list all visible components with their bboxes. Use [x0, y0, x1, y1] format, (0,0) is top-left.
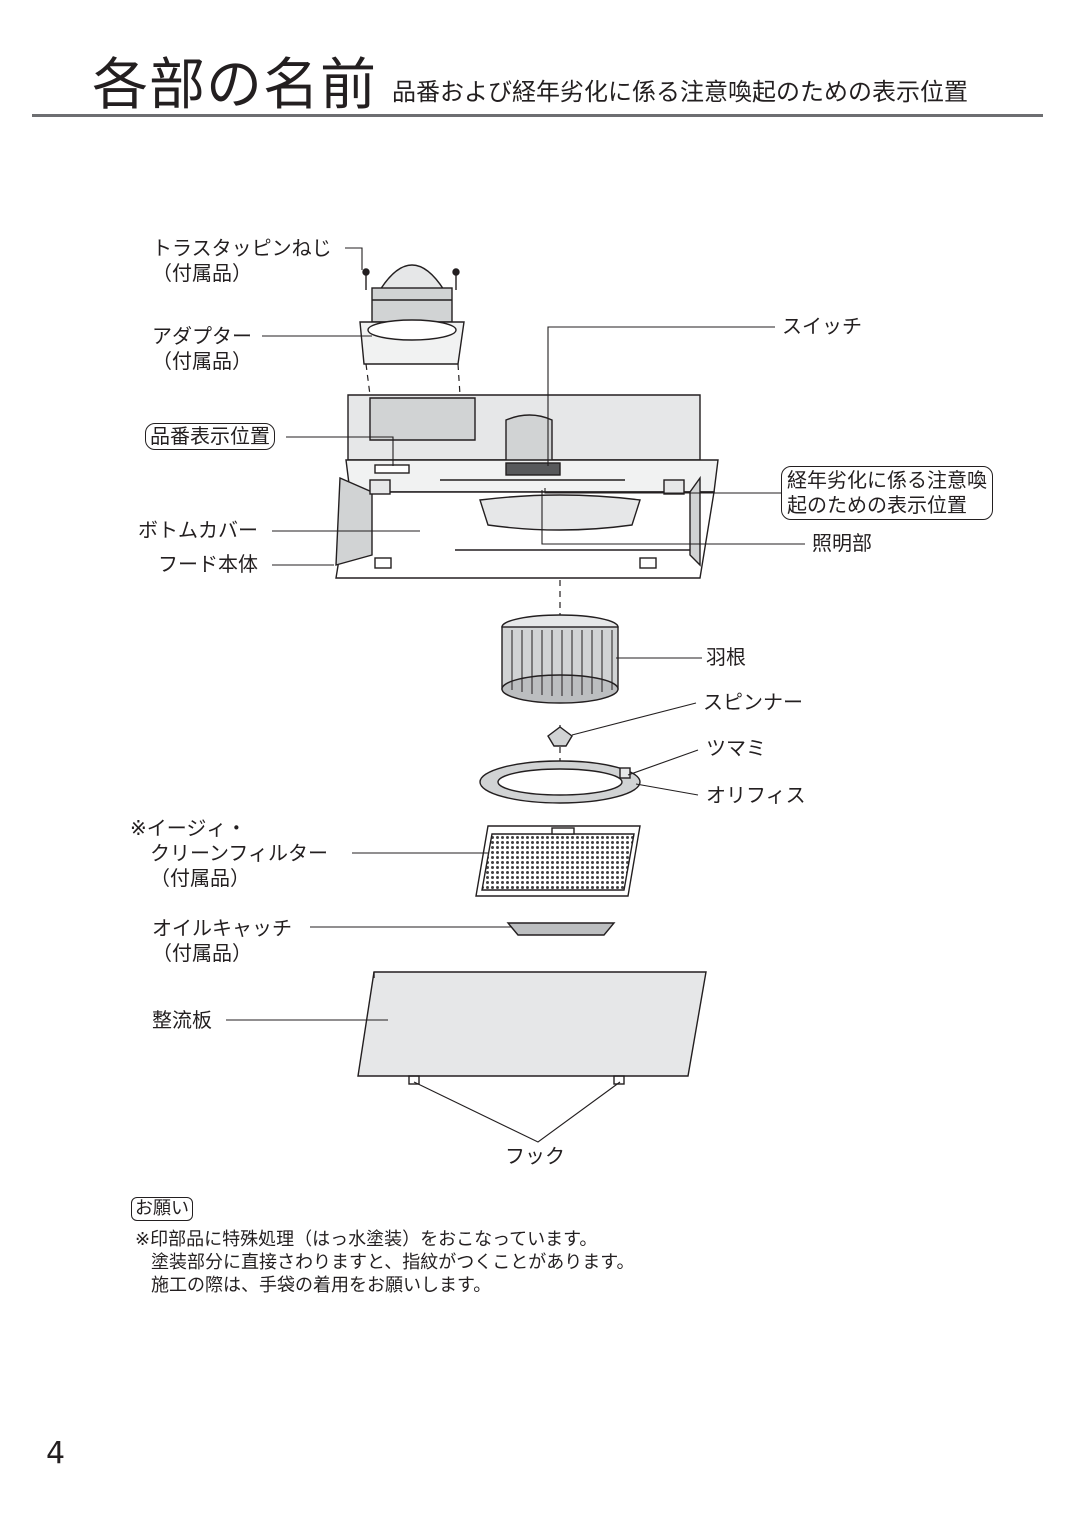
- label-truss-screw: トラスタッピンねじ （付属品）: [152, 236, 332, 285]
- filter-drawing: [475, 825, 641, 897]
- notice-tag: お願い: [131, 1197, 193, 1221]
- notice-text: ※印部品に特殊処理（はっ水塗装）をおこなっています。 塗装部分に直接さわりますと…: [135, 1229, 635, 1296]
- label-light: 照明部: [812, 531, 872, 555]
- page-number: 4: [46, 1436, 66, 1471]
- label-aging-position: 経年劣化に係る注意喚 起のための表示位置: [781, 466, 993, 520]
- spinner-drawing: [547, 726, 573, 747]
- label-spinner: スピンナー: [703, 690, 803, 714]
- page-subtitle: 品番および経年劣化に係る注意喚起のための表示位置: [392, 78, 968, 106]
- leader-lines: [226, 247, 805, 1143]
- truss-screw-right: [452, 268, 460, 290]
- hood-body-drawing: [335, 394, 719, 579]
- label-knob: ツマミ: [706, 736, 766, 760]
- label-adapter: アダプター （付属品）: [152, 324, 252, 373]
- label-oil-catch: オイルキャッチ （付属品）: [152, 916, 292, 965]
- label-switch: スイッチ: [782, 314, 862, 338]
- label-model-position: 品番表示位置: [145, 423, 275, 450]
- page-title: 各部の名前: [92, 53, 377, 118]
- label-rectifier: 整流板: [152, 1008, 212, 1032]
- adapter-drawing: [359, 264, 465, 365]
- title-rule: [32, 114, 1043, 117]
- rectifier-drawing: [357, 971, 707, 1085]
- label-filter: ※イージィ・ クリーンフィルター （付属品）: [130, 816, 328, 890]
- label-fan: 羽根: [706, 645, 746, 669]
- label-hook: フック: [505, 1144, 565, 1168]
- orifice-drawing: [479, 760, 641, 804]
- label-orifice: オリフィス: [706, 783, 806, 807]
- label-hood-body: フード本体: [158, 552, 258, 576]
- fan-drawing: [501, 614, 619, 704]
- label-bottom-cover: ボトムカバー: [138, 518, 258, 542]
- oil-catch-drawing: [506, 922, 616, 936]
- truss-screw-left: [362, 268, 370, 290]
